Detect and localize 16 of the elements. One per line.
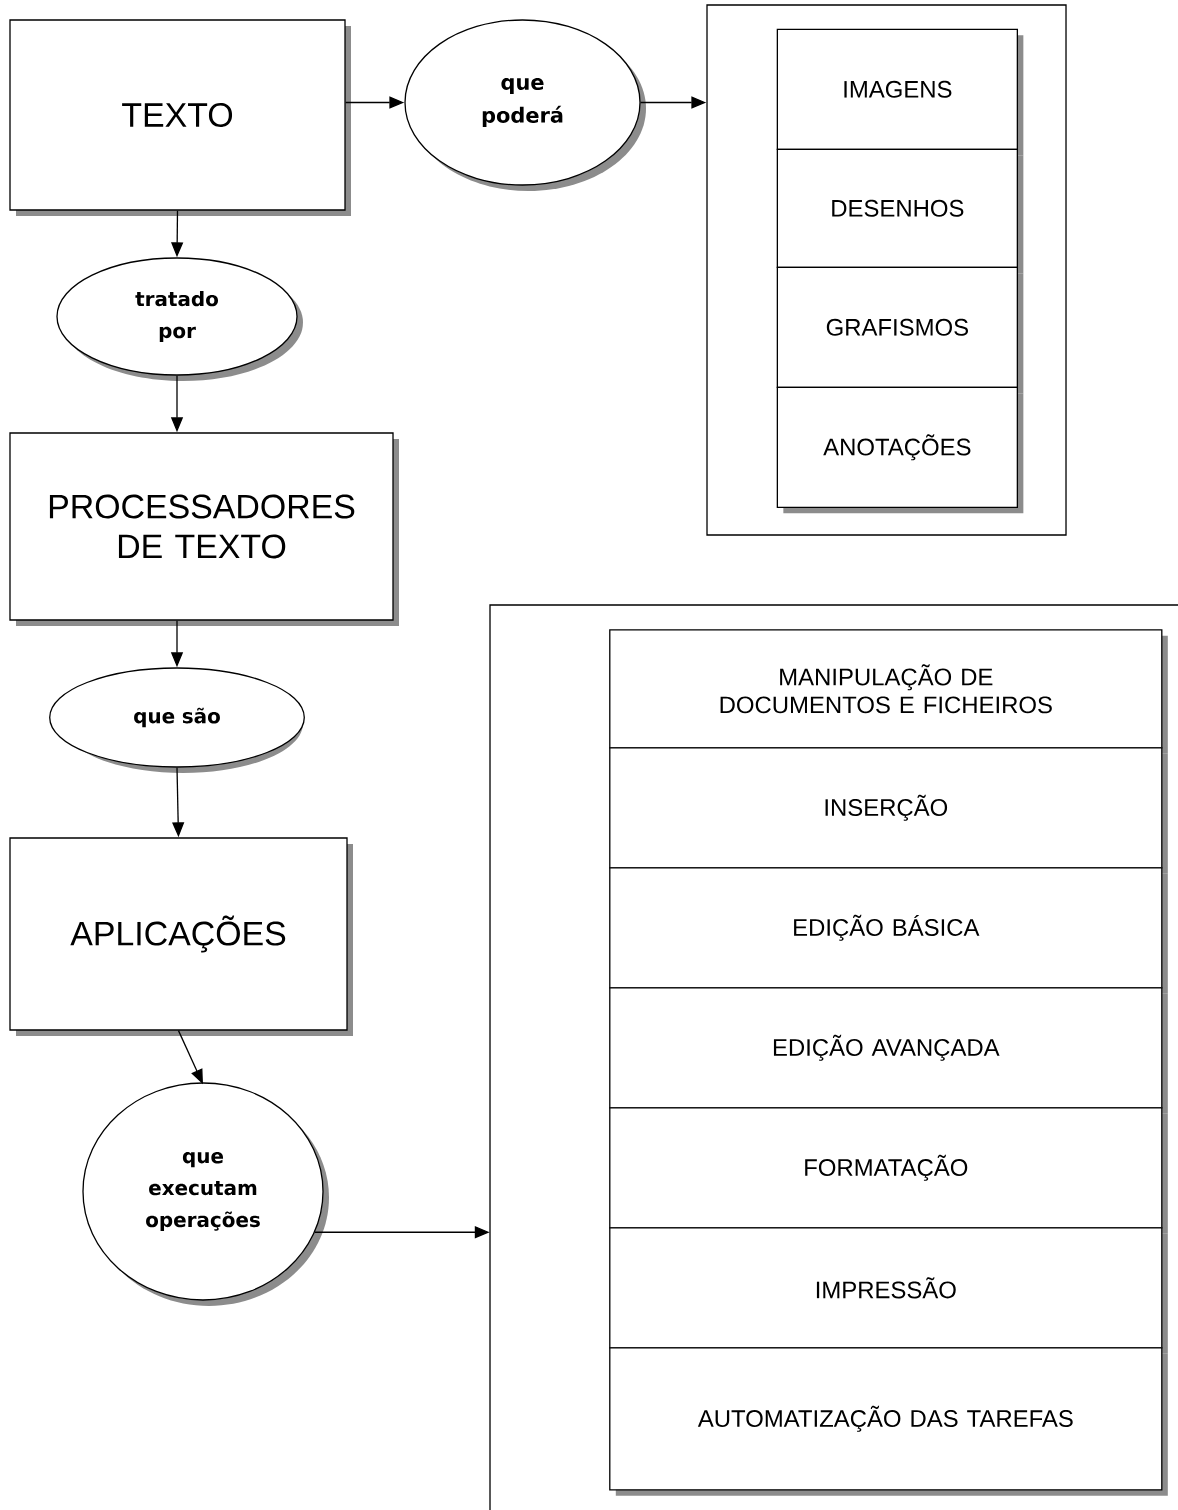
process-box: MANIPULAÇÃO DE DOCUMENTOS E FICHEIROS (609, 629, 1168, 754)
process-box: DESENHOS (776, 148, 1024, 274)
process-box: IMPRESSÃO (609, 1227, 1168, 1354)
process-box: TEXTO (9, 19, 351, 216)
process-box: APLICAÇÕES (9, 837, 353, 1036)
process-box: GRAFISMOS (776, 266, 1024, 394)
process-box: ANOTAÇÕES (776, 386, 1024, 514)
process-box: PROCESSADORES DE TEXTO (9, 432, 399, 626)
process-box: INSERÇÃO (609, 747, 1168, 874)
process-box: AUTOMATIZAÇÃO DAS TAREFAS (609, 1347, 1168, 1496)
process-box: IMAGENS (776, 28, 1024, 156)
container-box (706, 4, 1067, 536)
process-box: EDIÇÃO AVANÇADA (609, 987, 1168, 1114)
container-box (489, 604, 1178, 1510)
process-box: FORMATAÇÃO (609, 1107, 1168, 1234)
process-box: EDIÇÃO BÁSICA (609, 867, 1168, 994)
